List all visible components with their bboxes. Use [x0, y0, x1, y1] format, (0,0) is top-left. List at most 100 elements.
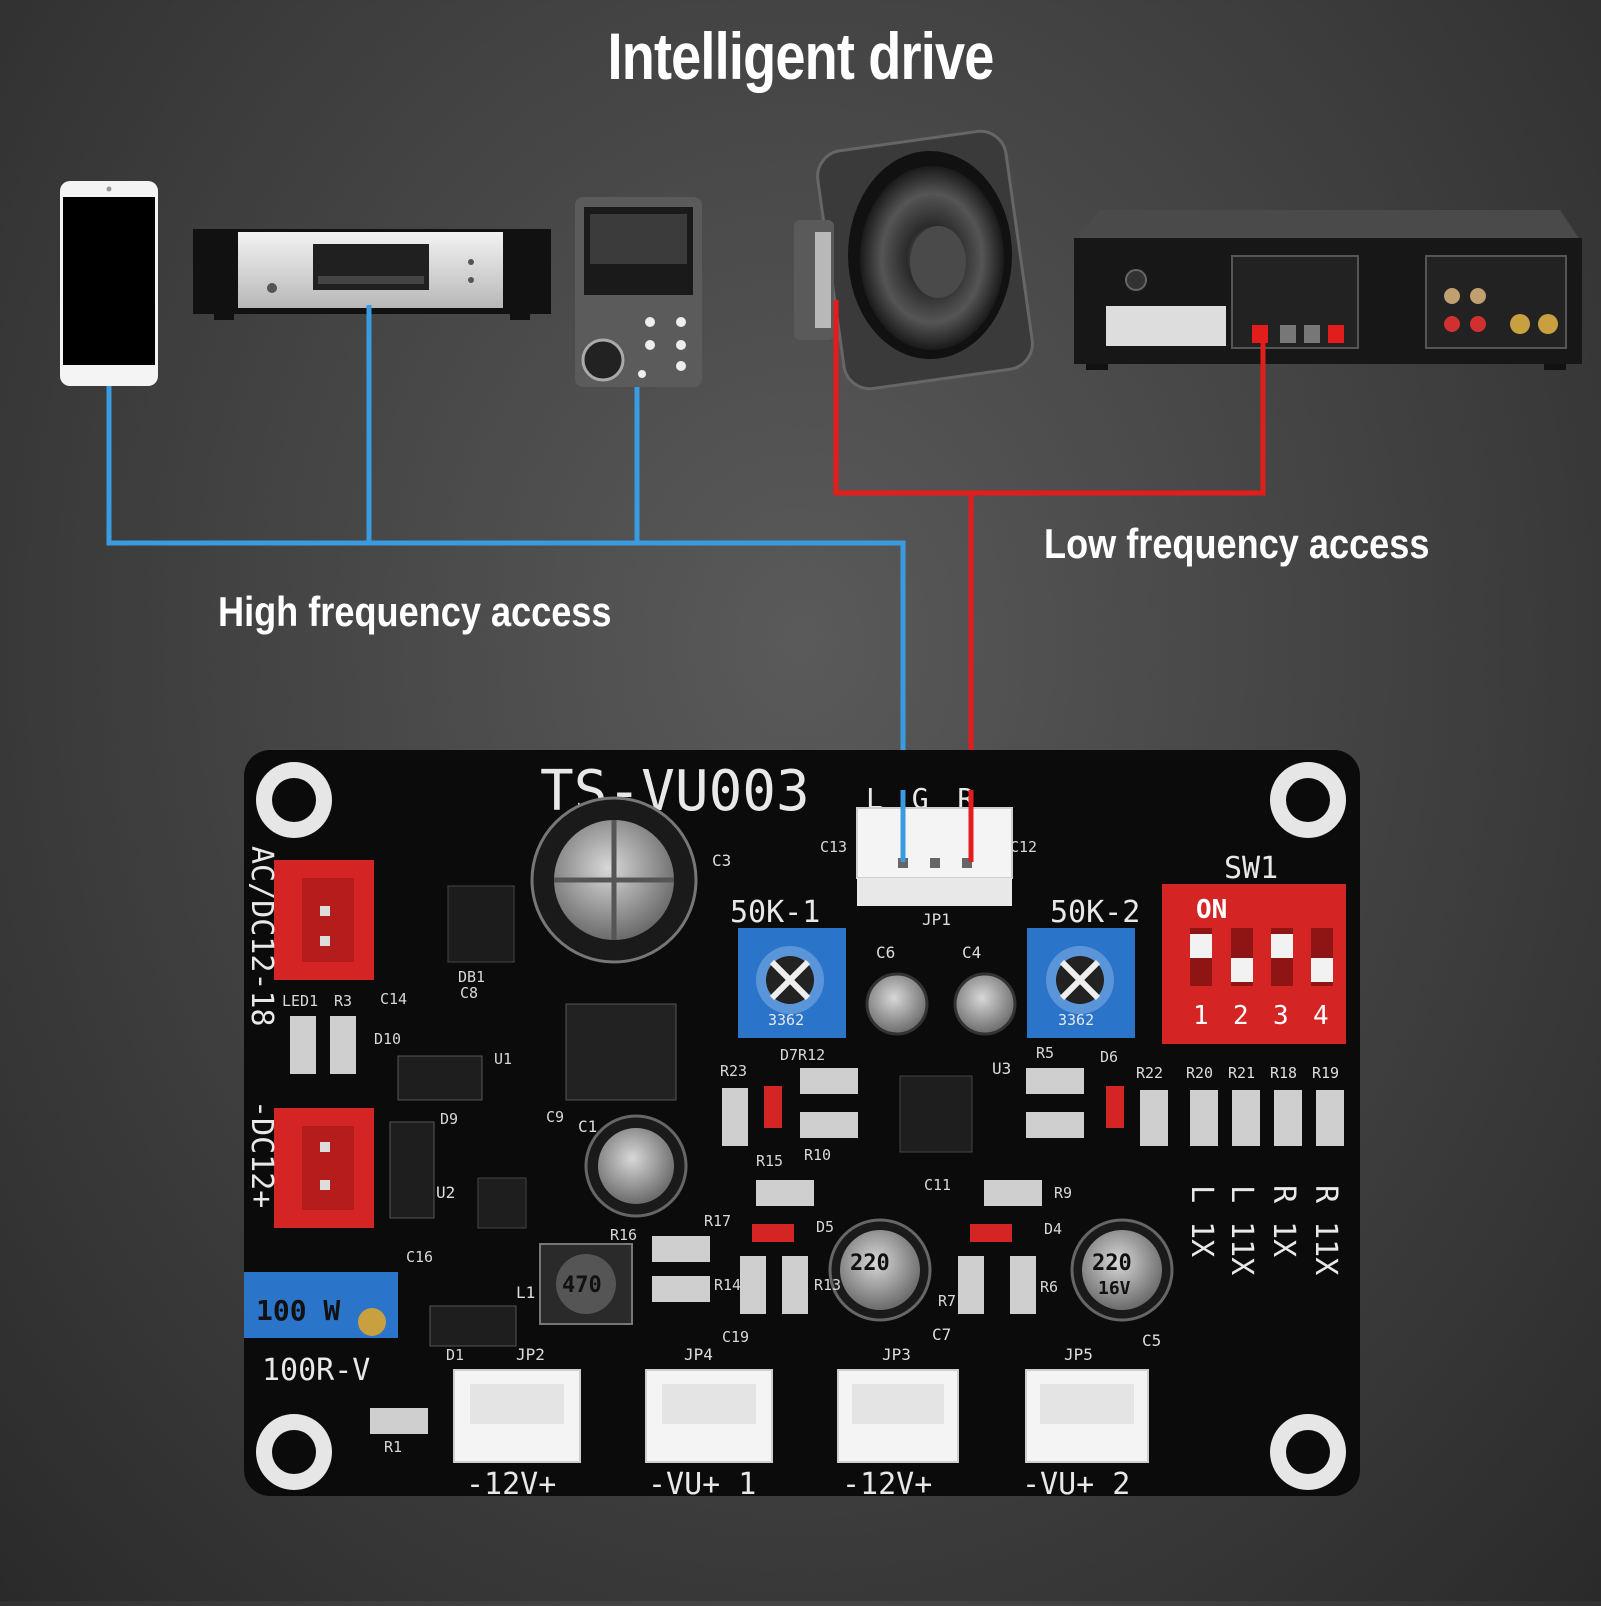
trim-100r-label: 100R-V: [262, 1353, 370, 1388]
trimmer-100r: 100 W: [244, 1272, 398, 1338]
connector-jp3: JP3 -12V+: [837, 1345, 959, 1502]
high-frequency-label: High frequency access: [218, 588, 612, 635]
inductor-label: L1: [516, 1283, 535, 1302]
label-c16: C16: [406, 1248, 433, 1266]
label-r22: R22: [1136, 1064, 1163, 1082]
pot-label-left: 50K-1: [730, 895, 820, 930]
bridge-rectifier-db1: [447, 885, 515, 963]
smartphone-icon: [60, 181, 158, 386]
sw1-on-label: ON: [1196, 895, 1227, 925]
sw1-label: SW1: [1224, 851, 1278, 886]
gain-label-l-1x: L 1X: [1184, 1185, 1219, 1257]
ic-u2: [477, 1177, 527, 1229]
sw1-number-2: 2: [1233, 1001, 1249, 1031]
trimmer-code-right: 3362: [1058, 1011, 1094, 1029]
label-c14: C14: [380, 990, 407, 1008]
label-d6: D6: [1100, 1048, 1118, 1066]
high-frequency-wires: [106, 305, 906, 862]
dip-switch-sw1: SW1 ON 1 2 3 4: [1162, 851, 1346, 1044]
cd-player-icon: [193, 229, 551, 320]
reference-labels: C13 C12 D7R12 R5 D6 R23 R15 R10 C11 R9 R…: [282, 838, 1118, 1456]
jp2-label: -12V+: [466, 1467, 556, 1502]
label-led1: LED1: [282, 992, 318, 1010]
label-c11: C11: [924, 1176, 951, 1194]
c7-value: 220: [850, 1251, 890, 1276]
diode-d10: [397, 1055, 483, 1101]
label-c9: C9: [546, 1108, 564, 1126]
speaker-driver-icon: [794, 129, 1034, 391]
label-u3: U3: [992, 1059, 1011, 1078]
capacitor-c7: 220 C7: [828, 1218, 951, 1344]
label-d9: D9: [440, 1110, 458, 1128]
label-r3: R3: [334, 992, 352, 1010]
label-r10: R10: [804, 1146, 831, 1164]
jp5-id: JP5: [1064, 1345, 1093, 1364]
capacitor-c3: C3: [530, 796, 731, 964]
label-c5: C5: [1142, 1331, 1161, 1350]
trimmer-50k-2: 3362: [1027, 928, 1135, 1038]
label-r9: R9: [1054, 1184, 1072, 1202]
label-r15: R15: [756, 1152, 783, 1170]
inductor-l1: 470 L1: [516, 1243, 633, 1325]
jp5-label: -VU+ 2: [1022, 1467, 1130, 1502]
jp4-id: JP4: [684, 1345, 713, 1364]
c5-voltage: 16V: [1098, 1278, 1131, 1299]
label-r16: R16: [610, 1226, 637, 1244]
power-label-ac: AC/DC12-18: [244, 846, 279, 1027]
connector-jp2: JP2 -12V+: [453, 1345, 581, 1502]
connector-jp5: JP5 -VU+ 2: [1022, 1345, 1149, 1502]
label-c4: C4: [962, 943, 981, 962]
label-db1: DB1: [458, 968, 485, 986]
label-d1: D1: [446, 1346, 464, 1364]
label-r19: R19: [1312, 1064, 1339, 1082]
label-c12: C12: [1010, 838, 1037, 856]
label-c8: C8: [460, 984, 478, 1002]
jp3-label: -12V+: [842, 1467, 932, 1502]
sw1-number-3: 3: [1273, 1001, 1289, 1031]
pot-label-right: 50K-2: [1050, 895, 1140, 930]
low-frequency-label: Low frequency access: [1044, 520, 1430, 567]
label-d7r12: D7R12: [780, 1046, 825, 1064]
label-r18: R18: [1270, 1064, 1297, 1082]
label-u1: U1: [494, 1050, 512, 1068]
page-title: Intelligent drive: [607, 19, 994, 93]
label-r17: R17: [704, 1212, 731, 1230]
label-r1: R1: [384, 1438, 402, 1456]
power-amplifier-icon: [1074, 210, 1582, 370]
pcb-board: TS-VU003 L G R JP1 AC/DC12-18 -DC12+: [244, 750, 1360, 1502]
ic-u3: [899, 1075, 973, 1153]
power-label-dc: -DC12+: [244, 1100, 279, 1208]
gain-label-r-11x: R 11X: [1308, 1185, 1343, 1275]
capacitor-c5: 220 16V C5: [1070, 1218, 1174, 1350]
label-r14: R14: [714, 1276, 741, 1294]
capacitor-c1: C1: [578, 1114, 688, 1218]
label-c19: C19: [722, 1328, 749, 1346]
jp2-id: JP2: [516, 1345, 545, 1364]
inductor-value: 470: [562, 1273, 602, 1298]
power-connector-dc: [274, 1108, 374, 1228]
label-d4: D4: [1044, 1220, 1062, 1238]
label-r23: R23: [720, 1062, 747, 1080]
label-c7: C7: [932, 1325, 951, 1344]
sw1-number-4: 4: [1313, 1001, 1329, 1031]
label-r7: R7: [938, 1292, 956, 1310]
resistor-array: [1140, 1090, 1344, 1146]
label-c1: C1: [578, 1117, 597, 1136]
diode-d9: [389, 1121, 435, 1219]
trimmer-50k-1: 3362: [738, 928, 846, 1038]
regulator-u1: [565, 1003, 677, 1101]
label-c13: C13: [820, 838, 847, 856]
trim-100-label: 100 W: [256, 1294, 340, 1327]
input-connector-jp1: JP1: [856, 807, 1013, 929]
label-r5: R5: [1036, 1044, 1054, 1062]
small-components: [290, 1016, 1084, 1434]
sw1-number-1: 1: [1193, 1001, 1209, 1031]
capacitor-c6: [865, 972, 929, 1036]
diode-d1: [429, 1305, 517, 1347]
trimmer-code-left: 3362: [768, 1011, 804, 1029]
capacitor-c4: [953, 972, 1017, 1036]
gain-label-l-11x: L 11X: [1224, 1185, 1259, 1275]
label-c3: C3: [712, 851, 731, 870]
jp1-label: JP1: [922, 910, 951, 929]
